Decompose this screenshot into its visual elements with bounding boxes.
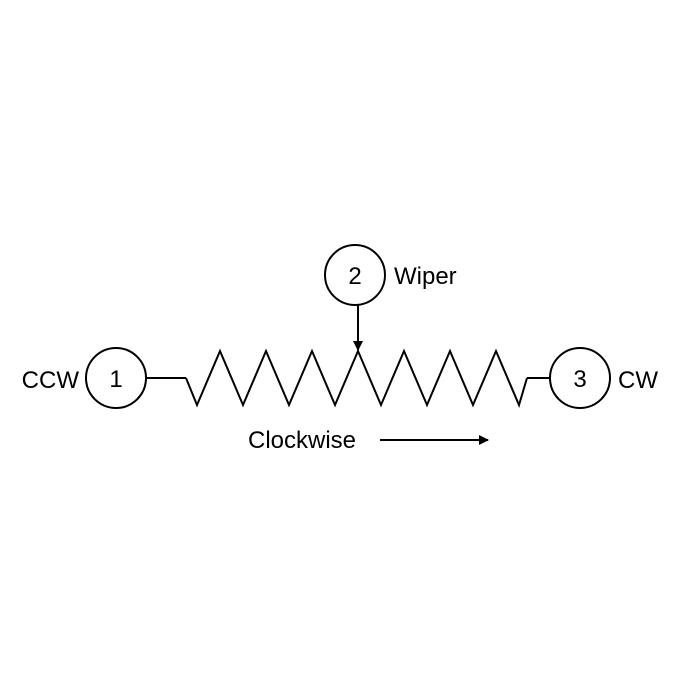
pin-1: 1 bbox=[85, 347, 147, 409]
pin-2-number: 2 bbox=[348, 263, 361, 290]
pin-3: 3 bbox=[549, 347, 611, 409]
resistor-zigzag bbox=[185, 348, 528, 408]
pin-3-label: CW bbox=[618, 367, 658, 394]
pin-2-label: Wiper bbox=[394, 263, 457, 290]
pin-3-circle bbox=[549, 347, 611, 409]
pin-2: 2 bbox=[324, 244, 386, 306]
pin-1-label: CCW bbox=[22, 367, 80, 394]
direction-label: Clockwise bbox=[248, 427, 356, 454]
pin-2-circle bbox=[324, 244, 386, 306]
pin-1-circle bbox=[85, 347, 147, 409]
pin-3-number: 3 bbox=[573, 366, 586, 393]
pin-1-number: 1 bbox=[109, 366, 122, 393]
